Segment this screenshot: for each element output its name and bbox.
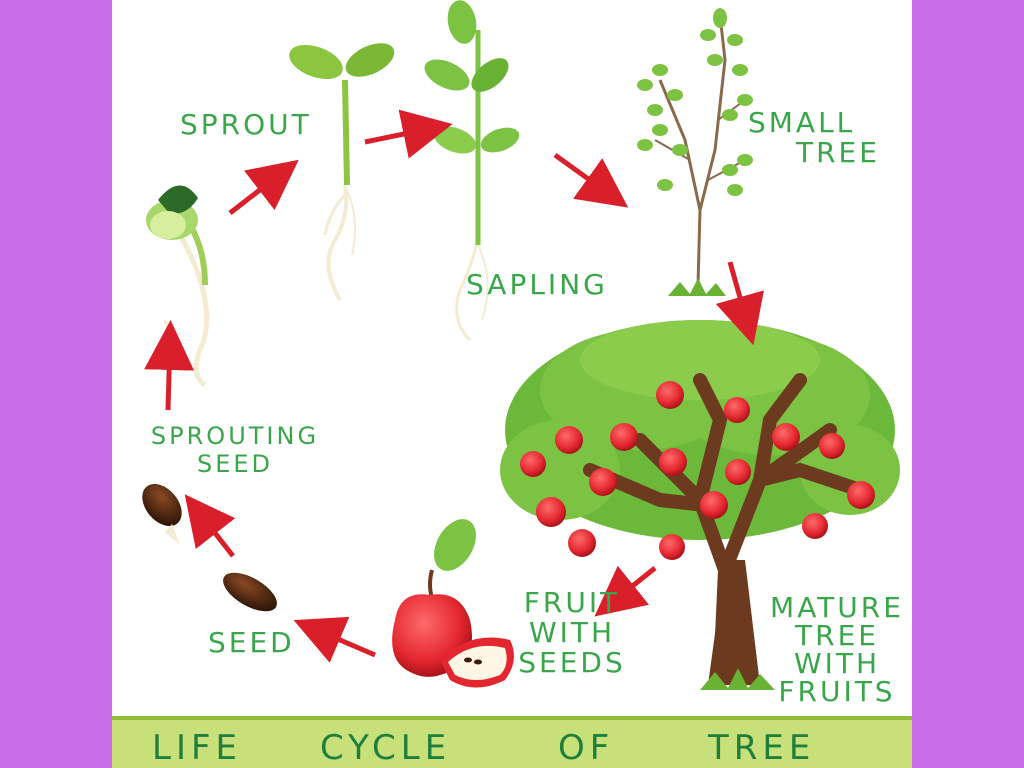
right-side-bar	[912, 0, 1024, 768]
sapling-illustration	[424, 0, 520, 342]
label-fruit-line3: SEEDS	[518, 646, 626, 679]
label-mature-line1: MATURE	[770, 591, 904, 624]
small-tree-illustration	[637, 8, 753, 296]
title-word-cycle: CYCLE	[320, 728, 452, 768]
arrow-mature-to-fruit	[594, 565, 657, 617]
label-sprouting-line1: SPROUTING	[150, 422, 320, 450]
label-sprouting-seed: SPROUTING SEED	[140, 422, 330, 478]
arrow-fruit-to-seed	[293, 616, 376, 663]
arrow-sapling-to-small-tree	[553, 152, 629, 208]
seed-illustration	[142, 483, 277, 612]
title-banner: LIFE CYCLE OF TREE	[112, 716, 912, 768]
title-word-life: LIFE	[152, 728, 243, 768]
apple-fruit-illustration	[392, 519, 514, 688]
arrow-seed-to-sprouting-seed	[144, 320, 195, 411]
title-word-of: OF	[558, 728, 615, 768]
label-fruit-with-seeds: FRUIT WITH SEEDS	[492, 588, 652, 678]
label-fruit-line1: FRUIT	[523, 586, 621, 619]
label-mature-tree: MATURE TREE WITH FRUITS	[762, 594, 912, 706]
label-sprout: SPROUT	[180, 108, 312, 141]
arrow-sprout-to-sapling	[364, 109, 453, 159]
sprouting-seed-illustration	[146, 185, 210, 388]
left-side-bar	[0, 0, 112, 768]
label-sapling: SAPLING	[466, 268, 608, 301]
label-small-tree-line2: TREE	[796, 136, 880, 169]
label-sprouting-line2: SEED	[196, 450, 274, 478]
label-mature-line2: TREE	[795, 619, 879, 652]
sprout-illustration	[289, 43, 395, 301]
title-word-tree: TREE	[708, 728, 816, 768]
arrow-sprouting-seed-to-sprout	[228, 159, 299, 215]
arrow-small-tree-to-mature	[715, 261, 764, 346]
label-fruit-line2: WITH	[528, 616, 616, 649]
label-seed: SEED	[208, 626, 295, 659]
arrow-seed-to-seed	[184, 494, 236, 558]
label-mature-line3: WITH	[793, 647, 881, 680]
label-mature-line4: FRUITS	[778, 675, 896, 708]
label-small-tree: SMALL TREE	[748, 108, 880, 168]
label-small-tree-line1: SMALL	[748, 106, 856, 139]
cycle-arrows	[144, 109, 764, 663]
